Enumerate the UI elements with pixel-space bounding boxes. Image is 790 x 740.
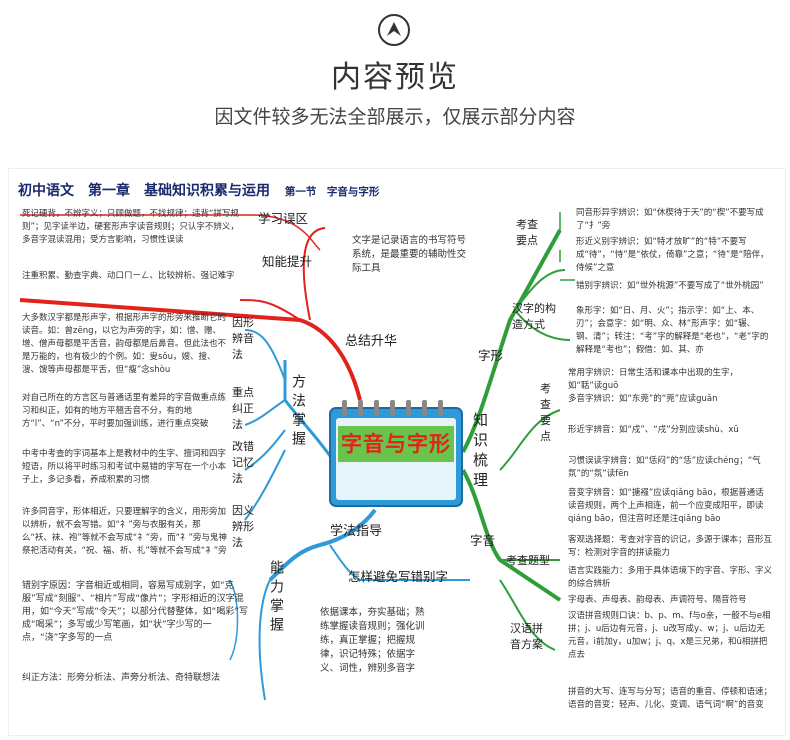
center-title: 字音与字形 [338, 426, 454, 462]
construction-label: 汉字的构造方式 [512, 302, 556, 331]
mistakes-note: 死记硬背，不辨字义；只顾做题，不找规律；违背“拼写规则”；见字读半边，硬套形声字… [22, 209, 239, 245]
ziyin-item-9: 汉语拼音规则口诀：b、p、m、f与o亲，一般不与e相拼；j、u后边有元音，j、u… [568, 611, 771, 660]
method-name-2: 重点纠正法 [232, 386, 254, 431]
ability-note: 注重积累、勤查字典、动口ㄇㄧㄥ、比较辨析、强记难字 [22, 271, 235, 281]
correction-note: 纠正方法：形旁分析法、声旁分析法、奇特联想法 [22, 673, 221, 683]
method-name-1: 因形辨音法 [232, 316, 254, 361]
header-logo-icon [376, 12, 412, 48]
ziyin-item-3: 形近字辨音：如“戍”、“戌”分别应读shù、xū [568, 425, 739, 435]
method-note-2: 对自己所在的方言区与普通话里有差异的字音做重点练习和纠正，如有的地方平翘舌音不分… [22, 393, 227, 429]
pinyin-label: 汉语拼音方案 [510, 622, 543, 651]
zixing-item-4: 象形字：如“日、月、火”；指示字：如“上、本、刃”；会意字：如“明、众、林”形声… [576, 306, 769, 355]
ziyin-item-4: 习惯误读字辨音：如“恁闷”的“恁”应读chéng；“气氛”的“氛”读fēn [568, 456, 761, 479]
chapter-heading: 初中语文 第一章 基础知识积累与运用 第一节 字音与字形 [18, 180, 379, 200]
study-label: 学法指导 [330, 524, 383, 539]
knowledge-label: 知识梳理 [471, 412, 489, 492]
zixing-label: 字形 [478, 348, 504, 363]
ziyin-item-8: 字母表、声母表、韵母表、声调符号、隔音符号 [568, 595, 747, 605]
method-note-4: 许多同音字，形体相近，只要理解字的含义，用形旁加以辨析，就不会写错。如“礻”旁与… [22, 507, 227, 556]
chapter-title: 初中语文 第一章 基础知识积累与运用 [18, 183, 270, 199]
method-label: 方法掌握 [290, 374, 306, 450]
method-note-3: 中考中考查的字词基本上是教材中的生字、擅词和四字短语，所以将平时练习和考试中易错… [22, 449, 227, 485]
zixing-item-2: 形近义别字辨识：如“特才放旷”的“特”不要写成“待”，“恃”是“依仗，倚靠”之意… [576, 237, 769, 273]
ziyin-label: 字音 [470, 533, 496, 548]
page-subtitle: 因文件较多无法全部展示，仅展示部分内容 [214, 106, 576, 128]
ability-label: 知能提升 [262, 254, 313, 269]
ziyin-item-5: 音变字辨音：如“搪襁”应读qiǎng bāo，根据普通话读音规则，两个上声相连，… [568, 488, 764, 524]
ability-mastery-label: 能力掌握 [268, 560, 284, 636]
learn-mistakes-label: 学习误区 [258, 211, 309, 226]
ziyin-item-2: 多音字辨识：如“东莞”的“莞”应读guǎn [568, 394, 718, 404]
ziyin-item-1: 常用字辨识：日常生活和课本中出现的生字，如“聒”读guō [568, 368, 739, 391]
page-title: 内容预览 [331, 60, 459, 95]
method-name-3: 改错记忆法 [232, 440, 254, 485]
ziyin-item-6: 客观选择题：考查对字音的识记，多源于课本；音形互写：检测对字音的拼读能力 [568, 535, 773, 558]
avoid-note: 依据课本，夯实基础；熟练掌握读音规则；强化训练，真正掌握；把握规律，识记特殊；依… [320, 607, 425, 674]
summary-note: 文字是记录语言的书写符号系统，是最重要的辅助性交际工具 [352, 235, 467, 274]
center-node: 字音与字形 [328, 398, 464, 510]
ziyin-item-10: 拼音的大写、连写与分写；语音的重音、停顿和语速；语音的音变：轻声、儿化、变调、语… [568, 687, 773, 710]
method-note-1: 大多数汉字都是形声字，根据形声字的形旁来推断它的读音。如：曾zēng，以它为声旁… [22, 313, 227, 375]
method-name-4: 因义辨形法 [232, 504, 254, 549]
mistake-cause-note: 错别字原因：字音相近或相同，容易写成别字，如“克服”写成“刻服”、“相片”写成“… [22, 581, 248, 643]
zixing-checkpoints-label: 考查要点 [516, 218, 538, 247]
avoid-label: 怎样避免写错别字 [348, 569, 449, 584]
question-types-label: 考查题型 [506, 554, 550, 567]
section-title: 第一节 字音与字形 [284, 186, 380, 198]
ziyin-item-7: 语言实践能力：多用于具体语境下的字音、字形、字义的综合辨析 [568, 566, 773, 589]
zixing-item-3: 错别字辨识：如“世外桃源”不要写成了“世外桃园” [576, 281, 764, 291]
ziyin-checkpoints-label: 考查要点 [540, 382, 551, 443]
zixing-item-1: 同音形异字辨识：如“休楔待于天”的“楔”不要写成了“扌”旁 [576, 208, 764, 231]
summary-label: 总结升华 [345, 334, 398, 349]
